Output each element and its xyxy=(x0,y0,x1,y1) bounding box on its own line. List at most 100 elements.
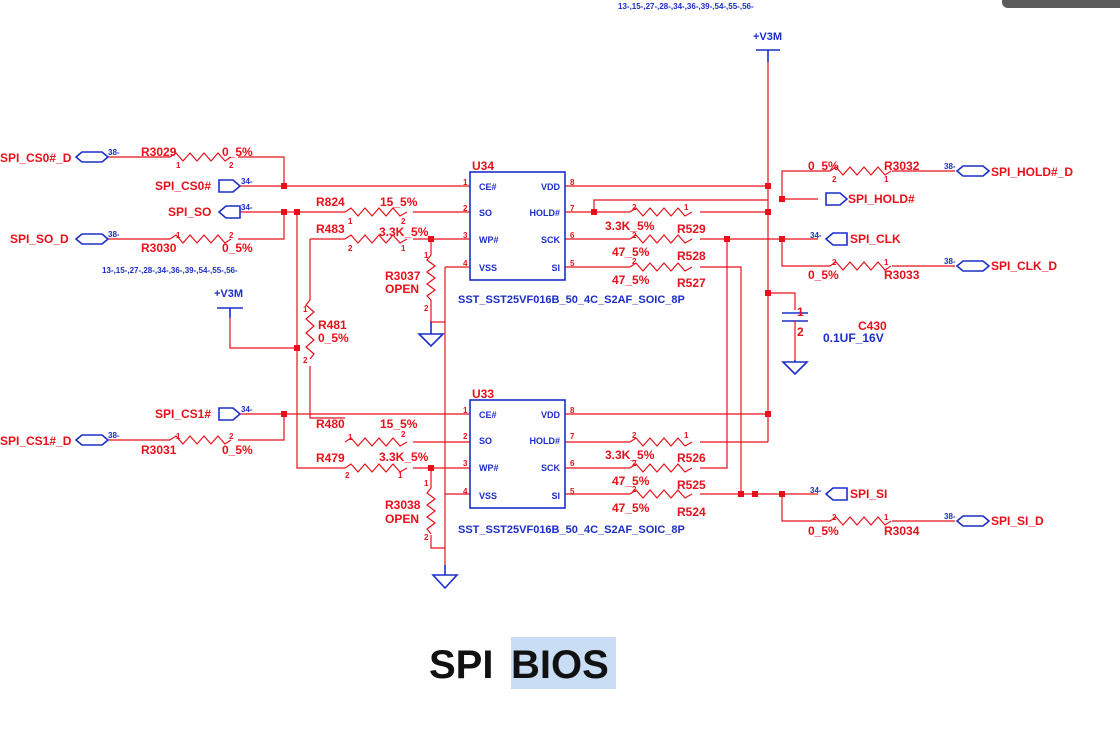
power-label-left: +V3M xyxy=(214,288,243,300)
ref-r480: R480 xyxy=(316,417,345,431)
resistor-r524 xyxy=(629,489,693,499)
resistor-r3032 xyxy=(829,166,892,176)
u34-pin-ce-label: CE# xyxy=(479,182,497,192)
u34-pin-sck-label: SCK xyxy=(541,235,561,245)
val-r529: 3.3K_5% xyxy=(605,219,655,233)
ref-r528: R528 xyxy=(677,249,706,263)
connector-spi-cs1 xyxy=(218,407,242,421)
val-r525: 47_5% xyxy=(612,474,650,488)
u34-pin-number: 3 xyxy=(463,231,468,240)
svg-text:2: 2 xyxy=(832,175,837,184)
net-spi-clk: SPI_CLK xyxy=(850,232,901,246)
svg-text:2: 2 xyxy=(229,432,234,441)
svg-text:2: 2 xyxy=(401,217,406,226)
net-spi-cs1-d: SPI_CS1#_D xyxy=(0,434,72,448)
resistor-r528 xyxy=(629,234,693,244)
xref-top: 13-,15-,27-,28-,34-,36-,39-,54-,55-,56- xyxy=(618,2,754,11)
ref-r527: R527 xyxy=(677,276,706,290)
svg-text:1: 1 xyxy=(884,513,889,522)
svg-text:1: 1 xyxy=(884,258,889,267)
sheet-ref: 38- xyxy=(944,162,956,171)
val-r483: 3.3K_5% xyxy=(379,225,429,239)
resistor-r479 xyxy=(344,463,408,473)
ref-u33: U33 xyxy=(472,387,494,401)
svg-text:2: 2 xyxy=(345,471,350,480)
u33-pin-hold-label: HOLD# xyxy=(529,436,560,446)
net-spi-so-d: SPI_SO_D xyxy=(10,232,69,246)
svg-text:1: 1 xyxy=(684,431,689,440)
svg-text:2: 2 xyxy=(424,304,429,313)
connector-spi-cs1-d xyxy=(74,434,110,446)
u33-pin-number: 8 xyxy=(570,406,575,415)
u34-pin-number: 8 xyxy=(570,178,575,187)
u33-pin-vss-label: VSS xyxy=(479,491,497,501)
ref-r525: R525 xyxy=(677,478,706,492)
net-spi-hold-d: SPI_HOLD#_D xyxy=(991,165,1073,179)
val-r3030: 0_5% xyxy=(222,241,253,255)
net-spi-cs0-d: SPI_CS0#_D xyxy=(0,151,72,165)
connector-spi-so-d xyxy=(74,233,110,245)
val-c430: 0.1UF_16V xyxy=(823,331,884,345)
connector-spi-cs0 xyxy=(218,179,242,193)
junctions xyxy=(281,183,785,497)
sheet-ref: 38- xyxy=(944,257,956,266)
resistor-r3038 xyxy=(426,487,436,535)
resistor-r3033 xyxy=(829,261,892,271)
svg-text:1: 1 xyxy=(424,479,429,488)
u34-pin-number: 4 xyxy=(463,259,468,268)
svg-text:2: 2 xyxy=(832,258,837,267)
sheet-ref: 34- xyxy=(241,405,253,414)
resistor-r824 xyxy=(344,207,408,217)
svg-text:2: 2 xyxy=(303,356,308,365)
val-r526: 3.3K_5% xyxy=(605,448,655,462)
u33-pin-number: 7 xyxy=(570,432,575,441)
wires xyxy=(108,62,955,565)
net-spi-so: SPI_SO xyxy=(168,205,211,219)
ref-r481: R481 xyxy=(318,318,347,332)
svg-text:1: 1 xyxy=(348,433,353,442)
svg-text:2: 2 xyxy=(632,203,637,212)
ref-r3033: R3033 xyxy=(884,268,920,282)
u33-pin-number: 4 xyxy=(463,487,468,496)
val-r524: 47_5% xyxy=(612,501,650,515)
u34-pin-vdd-label: VDD xyxy=(541,182,561,192)
u34-pin-number: 6 xyxy=(570,231,575,240)
resistor-r3034 xyxy=(829,516,892,526)
svg-text:1: 1 xyxy=(176,432,181,441)
u34-pin-number: 2 xyxy=(463,204,468,213)
sheet-ref: 38- xyxy=(944,512,956,521)
resistor-r3030 xyxy=(169,234,232,244)
sheet-ref: 34- xyxy=(241,203,253,212)
ref-r479: R479 xyxy=(316,451,345,465)
svg-text:1: 1 xyxy=(176,161,181,170)
title-highlight xyxy=(511,637,616,689)
u33-pin-ce-label: CE# xyxy=(479,410,497,420)
connector-spi-cs0-d xyxy=(74,151,110,163)
resistor-r527 xyxy=(629,262,693,272)
cap-pin1: 1 xyxy=(797,305,804,319)
val-r528: 47_5% xyxy=(612,245,650,259)
off-page-connectors xyxy=(74,151,991,527)
u34-pin-number: 7 xyxy=(570,204,575,213)
resistor-symbols xyxy=(169,152,892,535)
net-spi-si: SPI_SI xyxy=(850,487,887,501)
xref-left: 13-,15-,27-,28-,34-,36-,39-,54-,55-,56- xyxy=(102,266,238,275)
val-r824: 15_5% xyxy=(380,195,418,209)
val-r3038: OPEN xyxy=(385,512,419,526)
u34-pin-number: 5 xyxy=(570,259,575,268)
sheet-ref: 38- xyxy=(108,230,120,239)
val-r3033: 0_5% xyxy=(808,268,839,282)
svg-text:2: 2 xyxy=(401,430,406,439)
val-r3037: OPEN xyxy=(385,282,419,296)
val-r480: 15_5% xyxy=(380,417,418,431)
ref-r824: R824 xyxy=(316,195,345,209)
ref-r526: R526 xyxy=(677,451,706,465)
ref-r3037: R3037 xyxy=(385,269,421,283)
ref-r3034: R3034 xyxy=(884,524,920,538)
resistor-r3029 xyxy=(169,152,232,162)
ref-c430: C430 xyxy=(858,319,887,333)
ref-r3030: R3030 xyxy=(141,241,177,255)
ref-r524: R524 xyxy=(677,505,706,519)
u33-pin-number: 5 xyxy=(570,487,575,496)
